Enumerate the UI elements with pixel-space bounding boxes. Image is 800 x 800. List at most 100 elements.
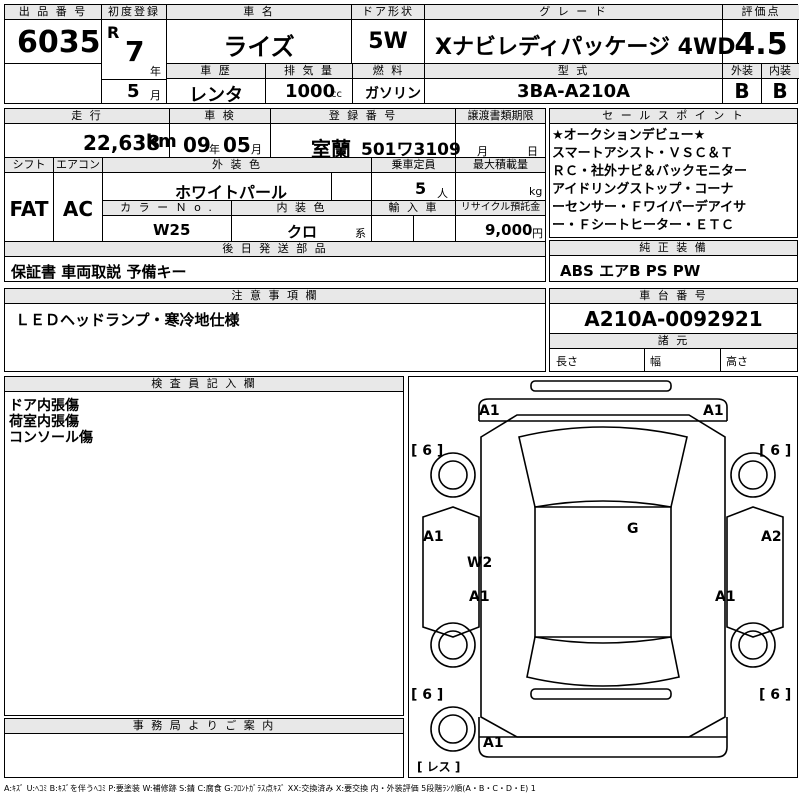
mark-tire-fr: [ 6 ] (759, 443, 791, 459)
selling-line: アイドリングストップ・コーナ (552, 182, 734, 197)
legend: A:ｷｽﾞ U:ﾍｺﾐ B:ｷｽﾞを伴うﾍｺﾐ P:要塗装 W:補修跡 S:錆 … (4, 784, 536, 793)
mark-roof: G (627, 521, 639, 537)
recycle-label: リサイクル預託金 (456, 201, 545, 216)
mark-door-rr: A1 (715, 589, 736, 605)
history-label: 車 歴 (167, 64, 265, 79)
import-label: 輸 入 車 (372, 201, 455, 216)
header-row1: 出 品 番 号 6035 初度登録 R 7 年 5 月 車 名 ライズ ドア形状… (4, 4, 799, 106)
recycle-unit: 円 (532, 227, 543, 240)
inspector-line-3: コンソール傷 (9, 430, 93, 446)
width-label: 幅 (650, 355, 661, 368)
mark-tire-fl: [ 6 ] (411, 443, 443, 459)
selling-line: スマートアシスト・ＶＳＣ＆Ｔ (552, 146, 734, 161)
color-no: W25 (153, 221, 191, 239)
model: 3BA-A210A (516, 81, 631, 102)
mileage: 22,638 (83, 131, 161, 155)
inspector-line-2: 荷室内張傷 (9, 414, 79, 430)
int-label: 内装 (761, 64, 799, 79)
score: 4.5 (734, 27, 788, 62)
selling-label: セ ー ル ス ポ イ ン ト (550, 109, 797, 124)
header-row2: 走 行 22,638 km 車 検 09 年 05 月 登 録 番 号 室蘭 5… (4, 108, 546, 282)
lot-no: 6035 (17, 25, 101, 60)
mark-spare: [ レス ] (417, 760, 460, 774)
mark-door-fl: W2 (467, 555, 492, 571)
mileage-unit: km (146, 131, 177, 152)
height-label: 高さ (726, 355, 748, 368)
chassis-label: 車 台 番 号 (550, 289, 797, 304)
mark-tire-rl: [ 6 ] (411, 687, 443, 703)
plate-no: 501ワ3109 (361, 140, 461, 160)
month-unit: 月 (150, 89, 161, 102)
fuel-label: 燃 料 (353, 64, 424, 79)
selling-points: セ ー ル ス ポ イ ン ト ★オークションデビュー★ スマートアシスト・ＶＳＣ… (549, 108, 798, 238)
inspector-label: 検 査 員 記 入 欄 (5, 377, 403, 392)
ext-score: B (734, 79, 750, 103)
equip-label: 純 正 装 備 (550, 241, 797, 256)
caution-box: 注 意 事 項 欄 ＬＥＤヘッドランプ・寒冷地仕様 (4, 288, 546, 372)
mark-front-right: A1 (703, 403, 724, 419)
history: レンタ (189, 85, 243, 106)
caution-label: 注 意 事 項 欄 (5, 289, 545, 304)
year-unit: 年 (150, 65, 161, 78)
insp-year-unit: 年 (209, 143, 220, 156)
ac-label: エアコン (54, 158, 102, 173)
inspection-label: 車 検 (170, 109, 270, 124)
mark-rear: A1 (483, 735, 504, 751)
capacity-unit: 人 (437, 187, 448, 200)
score-label: 評価点 (723, 5, 799, 20)
inspector-box: 検 査 員 記 入 欄 ドア内張傷 荷室内張傷 コンソール傷 (4, 376, 404, 716)
ac: AC (62, 197, 94, 221)
selling-line: ★オークションデビュー★ (552, 128, 706, 143)
selling-line: ーセンサー・Ｆワイパーデアイサ (552, 200, 747, 215)
equip: ABS エアB PS PW (560, 262, 701, 280)
equipment: 純 正 装 備 ABS エアB PS PW (549, 240, 798, 282)
lot-no-label: 出 品 番 号 (5, 5, 101, 20)
caution-text: ＬＥＤヘッドランプ・寒冷地仕様 (15, 311, 240, 329)
interior-unit: 系 (355, 227, 366, 240)
mark-fender-right: A2 (761, 529, 782, 545)
plate-label: 登 録 番 号 (271, 109, 455, 124)
car-diagram: A1 A1 [ 6 ] [ 6 ] A1 A2 G W2 A1 A1 [ 6 ]… (408, 376, 798, 778)
car-name-label: 車 名 (167, 5, 351, 20)
reg-month: 5 (127, 81, 140, 102)
load-unit: kg (529, 185, 543, 198)
later-items: 保証書 車両取説 予備キー (11, 263, 187, 281)
load-label: 最大積載量 (456, 158, 545, 173)
grade: Xナビレディパッケージ 4WD (435, 35, 736, 60)
office-box: 事 務 局 よ り ご 案 内 (4, 718, 404, 778)
car-name: ライズ (223, 33, 295, 61)
mark-tire-rr: [ 6 ] (759, 687, 791, 703)
shift: FAT (9, 197, 49, 221)
insp-month: 05 (223, 133, 251, 157)
ext-label: 外装 (723, 64, 761, 79)
transfer-day: 日 (527, 145, 538, 158)
recycle: 9,000 (485, 221, 533, 239)
insp-year: 09 (183, 133, 211, 157)
inspector-line-1: ドア内張傷 (9, 398, 79, 414)
displacement-label: 排 気 量 (266, 64, 352, 79)
model-label: 型 式 (425, 64, 722, 79)
color-label: 外 装 色 (103, 158, 371, 173)
reg-year: 7 (125, 35, 145, 68)
transfer-month: 月 (477, 145, 488, 158)
mileage-label: 走 行 (5, 109, 169, 124)
interior-color-label: 内 装 色 (232, 201, 371, 216)
car-outline: A1 A1 [ 6 ] [ 6 ] A1 A2 G W2 A1 A1 [ 6 ]… (411, 380, 791, 774)
displacement-unit: cc (331, 89, 342, 100)
chassis-box: 車 台 番 号 A210A-0092921 諸 元 長さ 幅 高さ (549, 288, 798, 372)
chassis-no: A210A-0092921 (584, 307, 763, 331)
capacity: 5 (415, 179, 427, 198)
insp-month-unit: 月 (251, 143, 262, 156)
mark-door-rl: A1 (469, 589, 490, 605)
selling-line: ー・Ｆシートヒーター・ＥＴＣ (552, 218, 735, 233)
later-label: 後 日 発 送 部 品 (5, 242, 545, 257)
transfer-label: 譲渡書類期限 (456, 109, 545, 124)
first-reg-label: 初度登録 (102, 5, 166, 20)
shift-label: シフト (5, 158, 53, 173)
mark-front-left: A1 (479, 403, 500, 419)
era: R (107, 23, 120, 42)
spec-label: 諸 元 (550, 334, 797, 349)
color: ホワイトパール (175, 183, 288, 202)
office-label: 事 務 局 よ り ご 案 内 (5, 719, 403, 734)
selling-line: ＲＣ・社外ナビ＆バックモニター (552, 164, 748, 179)
